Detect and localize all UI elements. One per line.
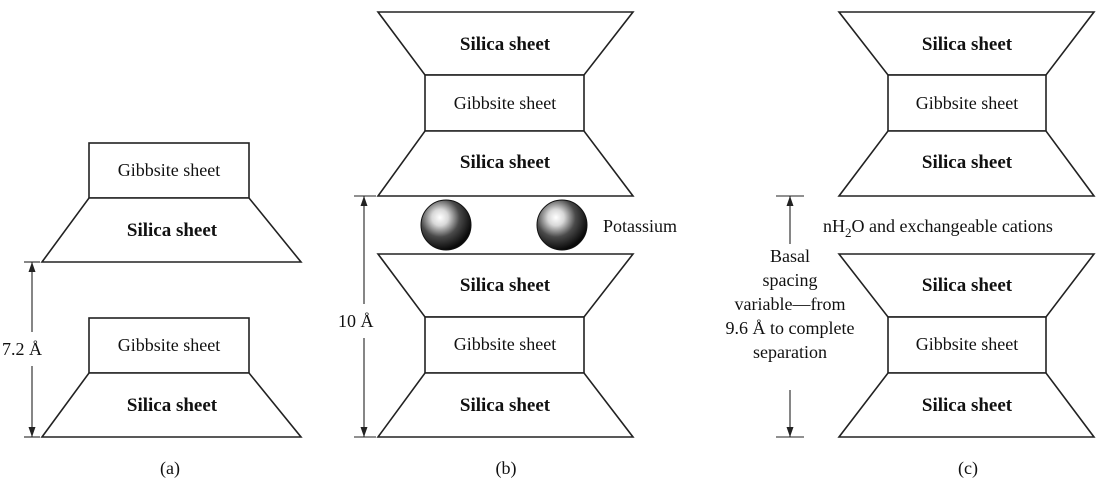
silica-sheet-c2 [837, 130, 1096, 197]
caption-c: (c) [958, 458, 978, 479]
panel-a: Gibbsite sheet Silica sheet Gibbsite she… [2, 142, 303, 479]
caption-b: (b) [496, 458, 517, 479]
svg-text:variable—from: variable—from [735, 294, 846, 314]
potassium-ion-1 [420, 199, 472, 251]
gibbsite-label-b1: Gibbsite sheet [454, 93, 556, 113]
spacing-label-c: Basal spacing variable—from 9.6 Å to com… [726, 246, 855, 362]
silica-sheet-a1 [40, 197, 303, 263]
silica-label-a2: Silica sheet [127, 395, 218, 416]
svg-text:9.6 Å to complete: 9.6 Å to complete [726, 318, 855, 338]
silica-label-c3: Silica sheet [922, 275, 1013, 296]
spacing-dimension-b [354, 195, 376, 438]
svg-text:spacing: spacing [763, 270, 818, 290]
potassium-label: Potassium [603, 216, 677, 236]
silica-sheet-b4 [376, 372, 635, 438]
gibbsite-sheet-b1 [424, 74, 585, 132]
spacing-dimension-c [776, 195, 804, 438]
spacing-label-b: 10 Å [338, 311, 374, 331]
spacing-dimension-a [24, 261, 40, 438]
silica-label-c4: Silica sheet [922, 395, 1013, 416]
silica-label-c1: Silica sheet [922, 34, 1013, 55]
silica-sheet-a2 [40, 372, 303, 438]
spacing-label-a: 7.2 Å [2, 339, 42, 359]
svg-text:Basal: Basal [770, 246, 810, 266]
gibbsite-sheet-c2 [887, 316, 1047, 374]
gibbsite-sheet-a1 [88, 142, 250, 199]
svg-text:separation: separation [753, 342, 827, 362]
silica-label-b4: Silica sheet [460, 395, 551, 416]
gibbsite-label-b2: Gibbsite sheet [454, 334, 556, 354]
interlayer-label: nH2O and exchangeable cations [823, 216, 1053, 240]
gibbsite-label-c1: Gibbsite sheet [916, 93, 1018, 113]
gibbsite-label-c2: Gibbsite sheet [916, 334, 1018, 354]
gibbsite-label-a1: Gibbsite sheet [118, 160, 220, 180]
silica-label-c2: Silica sheet [922, 152, 1013, 173]
silica-label-b1: Silica sheet [460, 34, 551, 55]
potassium-ion-2 [536, 199, 588, 251]
caption-a: (a) [160, 458, 180, 479]
silica-sheet-c4 [837, 372, 1096, 438]
panel-b: Silica sheet Gibbsite sheet Silica sheet… [338, 11, 677, 479]
silica-label-a1: Silica sheet [127, 220, 218, 241]
gibbsite-label-a2: Gibbsite sheet [118, 335, 220, 355]
silica-sheet-b2 [376, 130, 635, 197]
silica-label-b3: Silica sheet [460, 275, 551, 296]
silica-label-b2: Silica sheet [460, 152, 551, 173]
panel-c: Silica sheet Gibbsite sheet Silica sheet… [726, 11, 1096, 479]
